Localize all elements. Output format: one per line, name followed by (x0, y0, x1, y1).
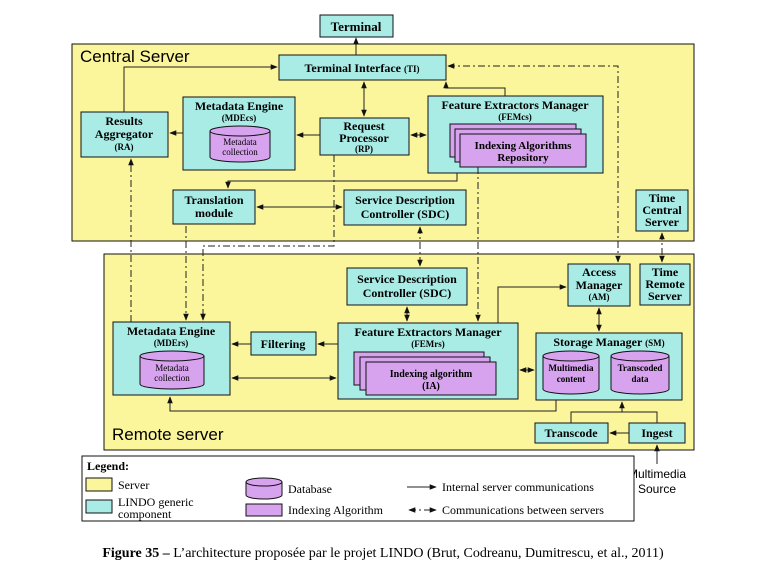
legend-database-icon (245, 477, 283, 500)
legend-box (81, 455, 635, 522)
terminal-interface-label: Terminal Interface (TI) (304, 61, 419, 75)
feature-extractors-manager-remote-title: Feature Extractors Manager (354, 325, 502, 339)
time-remote-line2: Remote (645, 277, 685, 291)
terminal-box (319, 14, 394, 38)
ra-to-ti-arrow (123, 64, 278, 112)
results-aggregator-line2: Aggregator (95, 127, 154, 141)
time-remote-line1: Time (652, 265, 679, 279)
legend-server-label: Server (118, 478, 149, 492)
indexing-algorithm-line2: (IA) (422, 381, 440, 392)
legend-algorithm-swatch (245, 503, 283, 517)
access-manager-abbr: (AM) (589, 292, 610, 302)
metadata-collection-remote-line1: Metadata (155, 363, 188, 373)
results-aggregator-box (80, 111, 169, 158)
indexing-algorithm-box (365, 361, 497, 396)
metadata-collection-central-database (209, 125, 271, 163)
request-processor-box (319, 117, 410, 156)
central-server-label: Central Server (80, 47, 190, 66)
metadata-collection-central-line1: Metadata (223, 137, 256, 147)
legend-internal-label: Internal server communications (442, 480, 594, 494)
sdc-central-line2: Controller (SDC) (361, 207, 450, 221)
terminal-interface-box (278, 54, 447, 81)
legend-database-label: Database (288, 482, 332, 496)
feature-extractors-manager-central-title: Feature Extractors Manager (441, 98, 589, 112)
ti-am-link (447, 63, 621, 263)
ingest-label: Ingest (641, 426, 672, 440)
multimedia-source-line1: Multimedia (628, 467, 686, 481)
filtering-label: Filtering (261, 337, 306, 351)
figure-caption-label: Figure 35 – (102, 546, 170, 561)
request-processor-line2: Processor (339, 131, 389, 145)
request-processor-line1: Request (343, 119, 384, 133)
fem-to-am-arrow (497, 284, 567, 323)
time-remote-line3: Server (648, 289, 683, 303)
multimedia-content-line2: content (557, 374, 586, 384)
multimedia-content-line1: Multimedia (549, 363, 594, 373)
legend-algorithm-label: Indexing Algorithm (288, 503, 384, 517)
storage-manager-label: Storage Manager (SM) (553, 335, 664, 349)
metadata-engine-central-abbr: (MDEcs) (222, 113, 257, 123)
ingest-to-sm-line (622, 411, 658, 423)
indexing-algorithm-line1: Indexing algorithm (390, 369, 473, 380)
transcode-to-sm-arrow (570, 401, 625, 423)
translation-module-line2: module (195, 206, 234, 220)
time-remote-server-box (639, 263, 691, 306)
transcoded-data-line2: data (631, 374, 649, 384)
legend-server-swatch (85, 477, 113, 492)
legend-component-line1: LINDO generic (118, 495, 194, 509)
results-aggregator-abbr: (RA) (115, 142, 134, 152)
access-manager-box (567, 263, 631, 307)
sdc-remote-line1: Service Description (357, 272, 457, 286)
internal-connectors (123, 37, 660, 464)
figure-caption: Figure 35 – L’architecture proposée par … (102, 546, 664, 561)
multimedia-source-line2: Source (638, 482, 676, 496)
transcoded-data-database (610, 350, 670, 395)
legend-component-swatch (85, 499, 113, 514)
indexing-algorithms-repository-line2: Repository (497, 152, 549, 164)
access-manager-line2: Manager (576, 278, 623, 292)
figure-caption-text: L’architecture proposée par le projet LI… (170, 546, 664, 561)
results-aggregator-line1: Results (105, 114, 143, 128)
request-processor-abbr: (RP) (355, 144, 373, 154)
metadata-engine-remote-abbr: (MDErs) (154, 338, 189, 348)
multimedia-content-database (542, 350, 600, 395)
metadata-collection-remote-database (139, 350, 205, 390)
sdc-central-line1: Service Description (355, 193, 455, 207)
transcode-label: Transcode (544, 426, 598, 440)
access-manager-line1: Access (582, 265, 616, 279)
metadata-engine-central-title: Metadata Engine (195, 99, 284, 113)
translation-module-box (172, 189, 256, 225)
sm-to-mde-arrow (167, 396, 557, 412)
feature-extractors-manager-remote-abbr: (FEMrs) (411, 339, 445, 349)
sdc-central-box (343, 189, 467, 226)
terminal-label: Terminal (331, 19, 382, 34)
sdc-remote-box (346, 267, 468, 306)
rp-to-mders-link (200, 155, 335, 321)
indexing-algorithms-repository-line1: Indexing Algorithms (475, 140, 573, 152)
translation-module-line1: Translation (184, 193, 243, 207)
legend-between-label: Communications between servers (442, 503, 604, 517)
inter-server-connectors (128, 63, 665, 322)
time-central-line2: Central (642, 203, 682, 217)
legend-title: Legend: (87, 459, 129, 473)
metadata-collection-remote-line2: collection (154, 373, 190, 383)
metadata-engine-remote-title: Metadata Engine (127, 324, 216, 338)
transcoded-data-line1: Transcoded (618, 363, 663, 373)
time-central-line1: Time (649, 191, 676, 205)
time-central-line3: Server (645, 215, 680, 229)
sdc-remote-line2: Controller (SDC) (363, 286, 452, 300)
time-central-server-box (635, 189, 689, 232)
legend-component-line2: component (118, 507, 172, 521)
metadata-collection-central-line2: collection (222, 147, 258, 157)
feature-extractors-manager-central-abbr: (FEMcs) (498, 112, 532, 122)
remote-server-label: Remote server (112, 425, 224, 444)
